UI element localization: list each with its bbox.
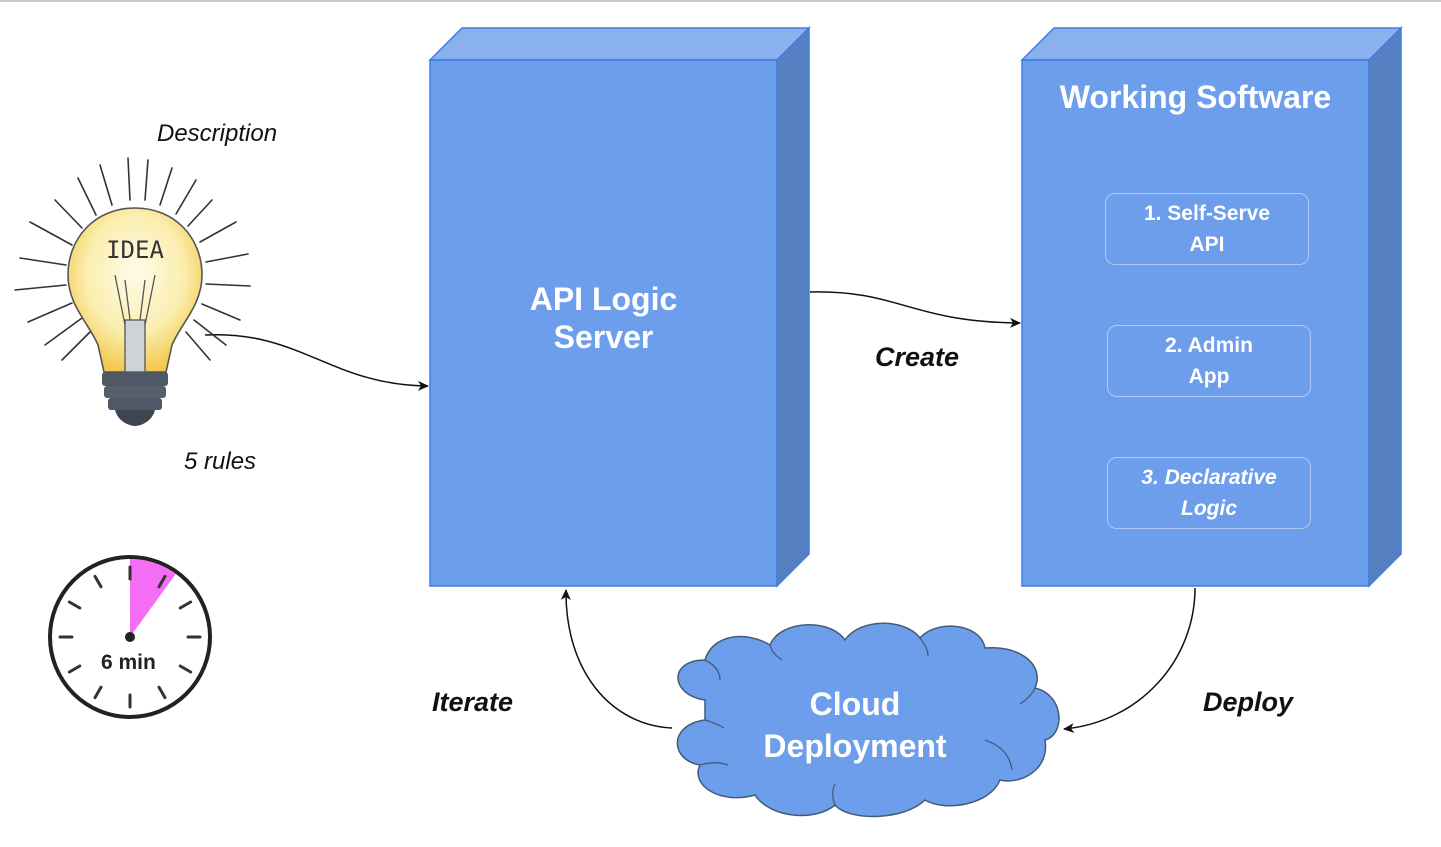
top-border bbox=[0, 0, 1441, 2]
timer-tick bbox=[178, 664, 193, 674]
timer-tick bbox=[178, 600, 193, 610]
cloud-detail bbox=[919, 637, 929, 657]
cloud-detail bbox=[984, 739, 1013, 771]
timer-tick bbox=[157, 574, 167, 589]
declarative-logic-item[interactable]: 3. Declarative Logic bbox=[1107, 457, 1311, 529]
admin-app-item[interactable]: 2. Admin App bbox=[1107, 325, 1311, 397]
api-logic-server-title: API Logic Server bbox=[430, 280, 777, 357]
timer-tick bbox=[93, 574, 103, 589]
box-front-face bbox=[429, 59, 778, 587]
iterate-arrow bbox=[560, 589, 673, 729]
cloud-line: Cloud bbox=[809, 686, 901, 722]
title-line: API Logic bbox=[529, 281, 678, 317]
deploy-edge-label: Deploy bbox=[1203, 687, 1294, 717]
title-line: Server bbox=[553, 319, 654, 356]
rules-label: 5 rules bbox=[184, 448, 257, 475]
item-line: App bbox=[1188, 365, 1230, 388]
bulb-text: IDEA bbox=[106, 236, 164, 264]
box-top-face bbox=[428, 27, 811, 61]
item-line: 3. Declarative bbox=[1141, 466, 1277, 489]
light-rays bbox=[14, 157, 251, 361]
idea-to-server-arrow bbox=[204, 333, 429, 391]
iterate-edge-label: Iterate bbox=[432, 687, 514, 717]
cloud-shape[interactable] bbox=[676, 622, 1060, 818]
cloud-detail bbox=[704, 659, 721, 681]
item-line: 2. Admin bbox=[1165, 334, 1253, 357]
lightbulb-icon: IDEA bbox=[14, 157, 251, 426]
timer-center bbox=[125, 632, 135, 642]
cloud-detail bbox=[704, 719, 725, 729]
timer-label: 6 min bbox=[101, 651, 156, 674]
cloud-detail bbox=[1019, 687, 1036, 705]
cloud-detail bbox=[699, 762, 729, 766]
bulb-base bbox=[102, 372, 168, 426]
timer-tick bbox=[157, 685, 167, 700]
self-serve-api-item[interactable]: 1. Self-Serve API bbox=[1105, 193, 1309, 265]
cloud-title: Cloud Deployment bbox=[715, 683, 995, 767]
working-software-box[interactable] bbox=[1020, 26, 1403, 588]
box-front-face bbox=[1021, 59, 1370, 587]
box-top-face bbox=[1020, 27, 1403, 61]
deploy-arrow bbox=[1063, 587, 1196, 734]
item-line: Logic bbox=[1181, 497, 1237, 520]
create-arrow bbox=[809, 291, 1021, 328]
cloud-line: Deployment bbox=[763, 728, 947, 764]
create-edge-label: Create bbox=[875, 342, 960, 372]
item-line: 1. Self-Serve bbox=[1143, 202, 1271, 225]
api-logic-server-box[interactable] bbox=[428, 26, 811, 588]
item-line: API bbox=[1189, 233, 1225, 256]
timer-icon bbox=[48, 555, 212, 719]
timer-tick bbox=[67, 664, 82, 674]
box-side-face bbox=[1368, 26, 1402, 588]
timer-tick bbox=[93, 685, 103, 700]
working-software-title: Working Software bbox=[1059, 79, 1332, 115]
timer-ticks bbox=[58, 565, 202, 709]
timer-tick bbox=[67, 600, 82, 610]
box-side-face bbox=[776, 26, 810, 588]
description-label: Description bbox=[157, 120, 278, 147]
cloud-detail bbox=[832, 783, 836, 806]
cloud-detail bbox=[769, 644, 783, 661]
